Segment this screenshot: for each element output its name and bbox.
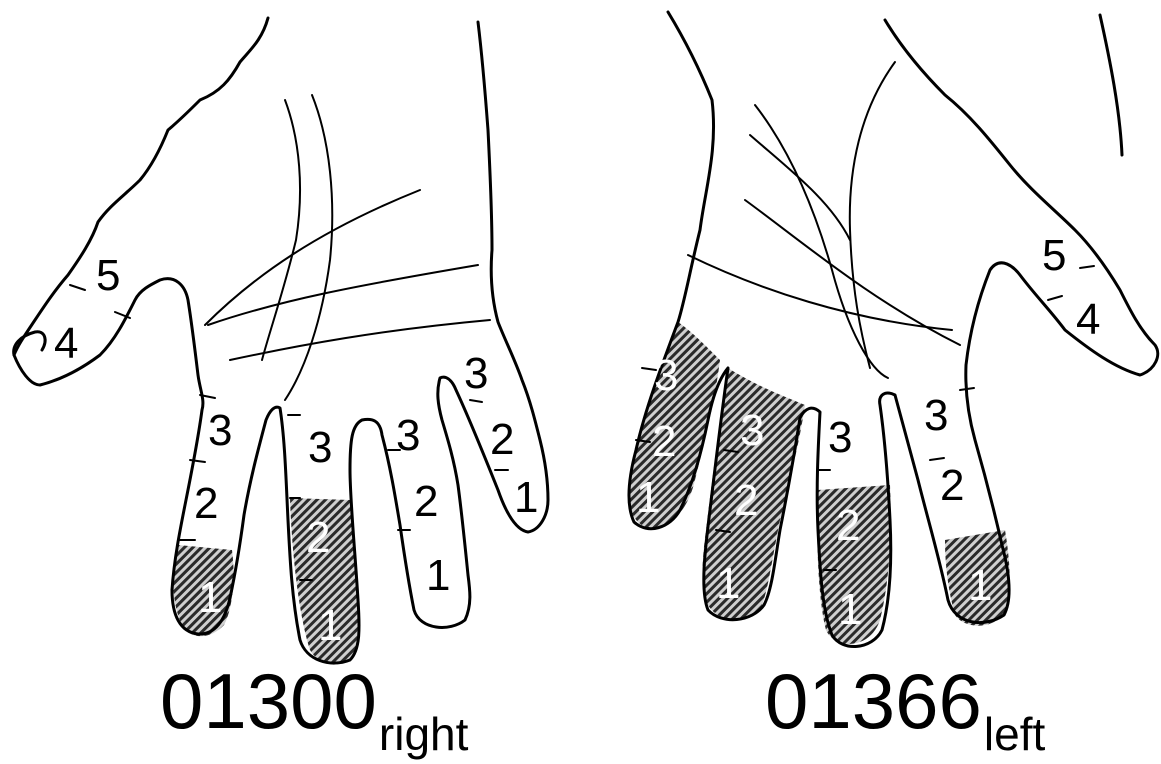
left-little-label-3: 3 [924,391,948,440]
right-middle-label-3: 3 [396,411,420,460]
left-wrist-right [1100,15,1122,155]
left-ring-label-3: 3 [828,413,852,462]
left-hand-caption: 01366left [765,662,1043,740]
left-ring-label-2: 2 [836,501,860,550]
right-palm-line-4 [208,265,478,325]
right-finger-labels: 5 4 3 2 1 3 2 1 3 2 1 3 2 1 [54,251,538,650]
right-little-label-3: 3 [208,406,232,455]
right-little-label-2: 2 [194,479,218,528]
right-middle-label-1: 1 [426,551,450,600]
left-hand-code: 01366 [765,657,982,745]
left-index-label-3: 3 [654,351,678,400]
right-hand-side: right [379,708,468,760]
left-middle-label-3: 3 [740,406,764,455]
right-palm-line-2 [285,95,332,400]
right-thumb-label-4: 4 [54,319,78,368]
left-little-label-1: 1 [968,561,992,610]
left-thumb-label-4: 4 [1076,295,1100,344]
left-palm-line-1 [755,105,888,378]
left-thumb-label-5: 5 [1042,231,1066,280]
right-ring-label-3: 3 [308,423,332,472]
right-little-label-1: 1 [198,573,222,622]
right-palm-line-3 [205,190,420,325]
right-index-label-1: 1 [514,473,538,522]
right-hand-caption: 01300right [160,662,466,740]
right-hand: 5 4 3 2 1 3 2 1 3 2 1 3 2 1 [14,18,548,664]
right-thumb-label-5: 5 [96,251,120,300]
left-hand-side: left [984,708,1045,760]
right-palm-line-1 [262,100,300,360]
left-index-label-2: 2 [652,417,676,466]
right-index-label-2: 2 [490,415,514,464]
left-palm-line-2 [850,62,895,368]
right-palm-line-5 [230,320,490,360]
left-hand: 5 4 3 2 1 3 2 1 3 2 1 3 2 1 [629,12,1158,646]
right-ring-label-1: 1 [318,601,342,650]
right-middle-label-2: 2 [414,477,438,526]
left-index-label-1: 1 [636,473,660,522]
left-middle-label-2: 2 [734,476,758,525]
left-palm-line-4 [750,135,850,240]
right-index-label-3: 3 [464,349,488,398]
left-ring-label-1: 1 [838,585,862,634]
right-hand-code: 01300 [160,657,377,745]
right-ring-label-2: 2 [306,513,330,562]
left-middle-label-1: 1 [716,559,740,608]
right-hand-outline [14,18,548,663]
left-little-label-2: 2 [940,461,964,510]
